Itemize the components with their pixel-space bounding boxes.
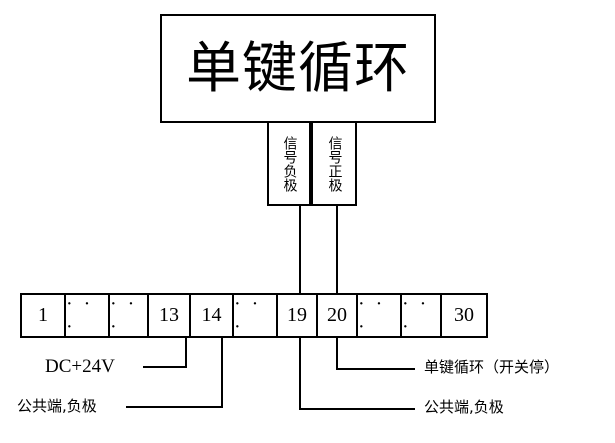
wire-terminal-19-drop (299, 338, 301, 410)
wire-signal-positive-to-terminal-20 (336, 205, 338, 295)
terminal-cell-dots-5: · · · (402, 293, 442, 338)
signal-positive-label: 信号正极 (326, 135, 343, 192)
wire-terminal-20-drop (336, 338, 338, 370)
title-text: 单键循环 (185, 36, 410, 100)
title-box: 单键循环 (160, 14, 436, 123)
wire-common-negative-left-horizontal (126, 406, 223, 408)
terminal-cell-dots-2: · · · (110, 293, 149, 338)
terminal-cell-dots-4: · · · (358, 293, 402, 338)
terminal-cell-19: 19 (278, 295, 318, 336)
terminal-cell-20: 20 (318, 295, 358, 336)
annotation-common-negative-left: 公共端,负极 (17, 397, 97, 415)
terminal-cell-13: 13 (149, 295, 191, 336)
wire-single-key-cycle-horizontal (336, 368, 415, 370)
signal-negative-box: 信号负极 (267, 121, 311, 206)
wire-dc24v-horizontal (143, 366, 187, 368)
terminal-cell-dots-1: · · · (66, 293, 110, 338)
terminal-cell-dots-3: · · · (234, 293, 278, 338)
wire-terminal-14-drop (221, 338, 223, 408)
signal-positive-box: 信号正极 (311, 121, 357, 206)
terminal-cell-30: 30 (454, 304, 474, 326)
annotation-single-key-cycle: 单键循环（开关停） (424, 358, 560, 376)
wire-terminal-13-drop (185, 338, 187, 368)
terminal-cell-1: 1 (22, 295, 66, 336)
wire-signal-negative-to-terminal-19 (299, 205, 301, 295)
terminal-strip: 1 · · · · · · 13 14 · · · 19 20 · · · · … (20, 293, 488, 338)
wire-common-negative-right-horizontal (299, 408, 415, 410)
annotation-dc24v: DC+24V (45, 356, 115, 377)
terminal-cell-14: 14 (191, 295, 234, 336)
signal-negative-label: 信号负极 (281, 135, 298, 192)
annotation-common-negative-right: 公共端,负极 (424, 398, 504, 416)
